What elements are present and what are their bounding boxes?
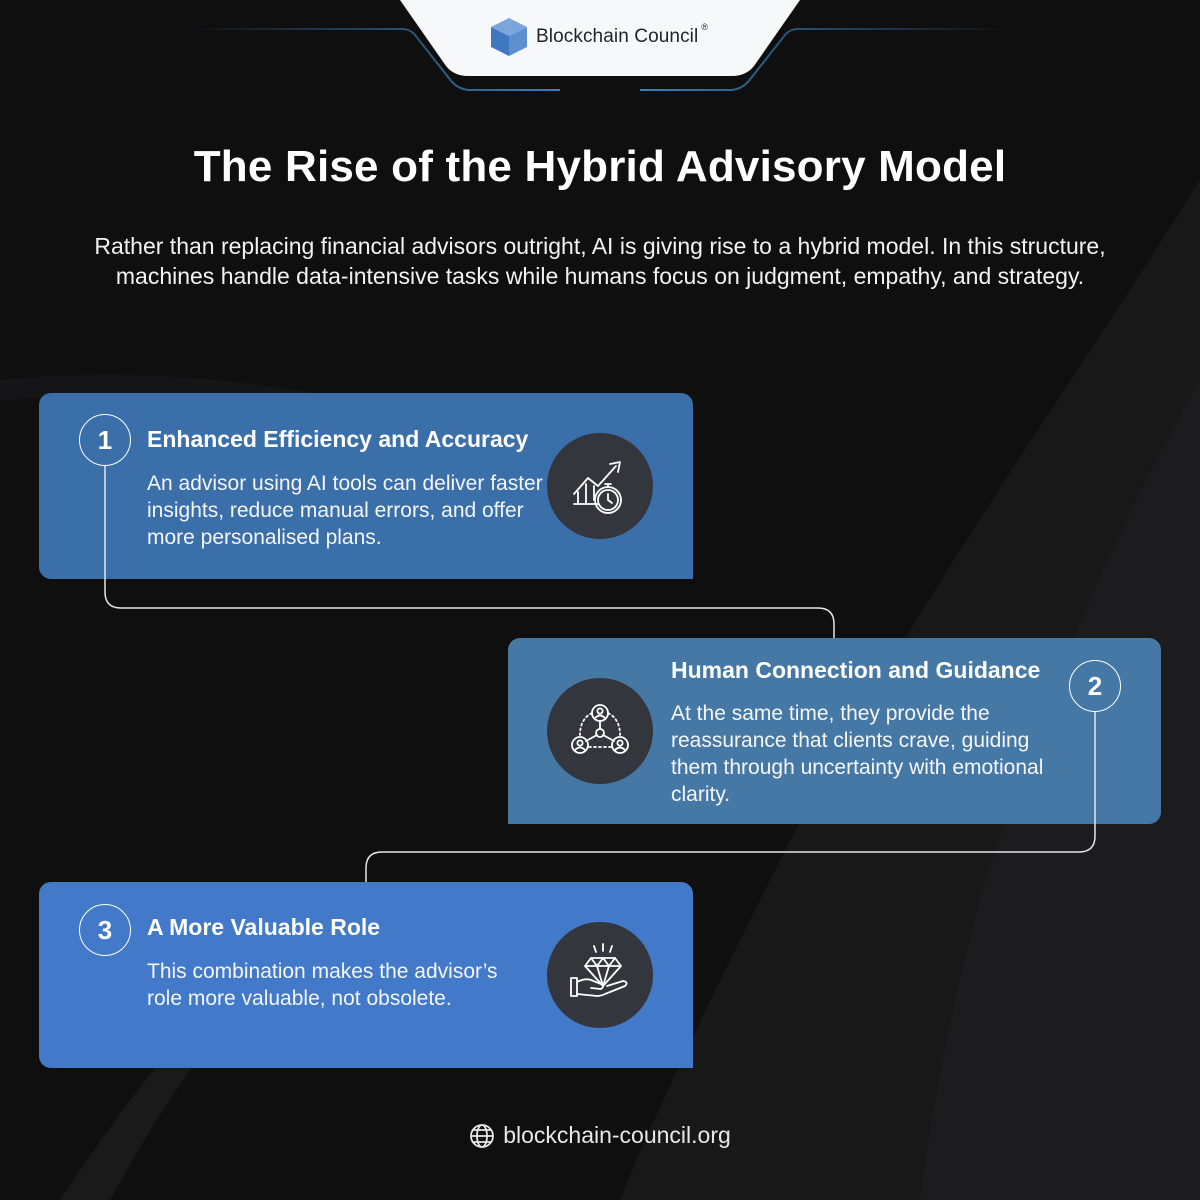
people-network-icon (571, 704, 629, 754)
globe-icon (470, 1123, 495, 1148)
footer-website[interactable]: blockchain-council.org (0, 1122, 1200, 1149)
step-number-badge: 3 (79, 904, 131, 956)
card-efficiency: 1 Enhanced Efficiency and Accuracy An ad… (39, 393, 693, 579)
step-number-badge: 1 (79, 414, 131, 466)
registered-mark: ® (701, 22, 708, 32)
diamond-hand-icon (570, 943, 628, 997)
website-url[interactable]: blockchain-council.org (503, 1122, 731, 1148)
card-title: Enhanced Efficiency and Accuracy (147, 426, 529, 452)
card-valuable-role: 3 A More Valuable Role This combination … (39, 882, 693, 1068)
cube-icon (491, 18, 527, 56)
card-body: This combination makes the advisor’s rol… (147, 960, 498, 1010)
icon-badge (547, 433, 653, 539)
brand-logo[interactable]: Blockchain Council ® (488, 16, 708, 58)
card-title: Human Connection and Guidance (671, 657, 1041, 683)
step-number: 1 (97, 424, 113, 455)
page-title: The Rise of the Hybrid Advisory Model (193, 142, 1007, 191)
step-number: 3 (97, 914, 113, 945)
growth-chart-stopwatch-icon (573, 461, 622, 514)
card-body: An advisor using AI tools can deliver fa… (147, 472, 543, 549)
card-title: A More Valuable Role (147, 914, 381, 940)
icon-badge (547, 922, 653, 1028)
step-number: 2 (1087, 670, 1103, 701)
card-body: At the same time, they provide the reass… (671, 702, 1044, 806)
card-human-connection: 2 Human Connection and Guidance At the s… (508, 638, 1161, 824)
step-number-badge: 2 (1069, 660, 1121, 712)
icon-badge (547, 678, 653, 784)
header-tab (190, 0, 1010, 91)
intro-paragraph: Rather than replacing financial advisors… (94, 233, 1106, 289)
brand-name: Blockchain Council (536, 26, 699, 47)
